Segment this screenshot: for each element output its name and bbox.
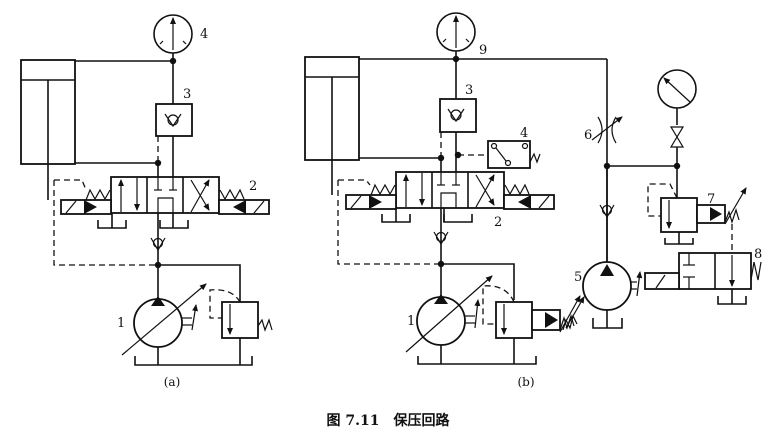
sublabel-b: (b) xyxy=(517,375,534,389)
label-3: 3 xyxy=(465,83,473,98)
pressure-switch-icon xyxy=(487,140,541,169)
label-7: 7 xyxy=(707,192,715,207)
pressure-gauge-icon xyxy=(657,69,697,109)
pressure-gauge-icon xyxy=(436,12,476,52)
check-valve-icon xyxy=(433,231,449,246)
variable-pump-icon xyxy=(405,275,493,353)
circuit-b: 9 3 4 xyxy=(304,12,762,389)
label-1: 1 xyxy=(407,314,415,329)
directional-valve-icon xyxy=(345,171,555,223)
label-1: 1 xyxy=(117,316,125,331)
label-5: 5 xyxy=(574,270,582,285)
relief-valve-icon xyxy=(647,183,747,245)
label-9: 9 xyxy=(479,43,487,58)
proportional-relief-valve-icon xyxy=(482,285,581,339)
throttle-valve-icon xyxy=(591,116,623,144)
figure-caption: 图 7.11 保压回路 xyxy=(327,412,451,429)
two-way-solenoid-valve-icon xyxy=(644,252,762,305)
label-2: 2 xyxy=(249,179,257,194)
hydraulic-cylinder xyxy=(20,59,76,200)
label-6: 6 xyxy=(584,128,592,143)
pilot-check-valve-icon xyxy=(439,98,477,133)
hydraulic-cylinder xyxy=(304,56,360,195)
label-3: 3 xyxy=(183,87,191,102)
pilot-check-valve-icon xyxy=(155,103,193,137)
variable-pump-icon xyxy=(121,283,207,356)
relief-valve-icon xyxy=(209,289,273,339)
directional-valve-icon xyxy=(60,176,270,229)
label-4: 4 xyxy=(200,27,208,42)
label-2: 2 xyxy=(494,215,502,230)
auxiliary-pump-icon xyxy=(562,261,643,331)
label-4: 4 xyxy=(520,126,528,141)
shutoff-valve-icon xyxy=(669,126,685,148)
circuit-a: 4 3 xyxy=(20,14,273,389)
sublabel-a: (a) xyxy=(164,375,181,389)
check-valve-icon xyxy=(150,237,166,252)
pressure-gauge-icon xyxy=(153,14,193,54)
label-8: 8 xyxy=(754,247,762,262)
